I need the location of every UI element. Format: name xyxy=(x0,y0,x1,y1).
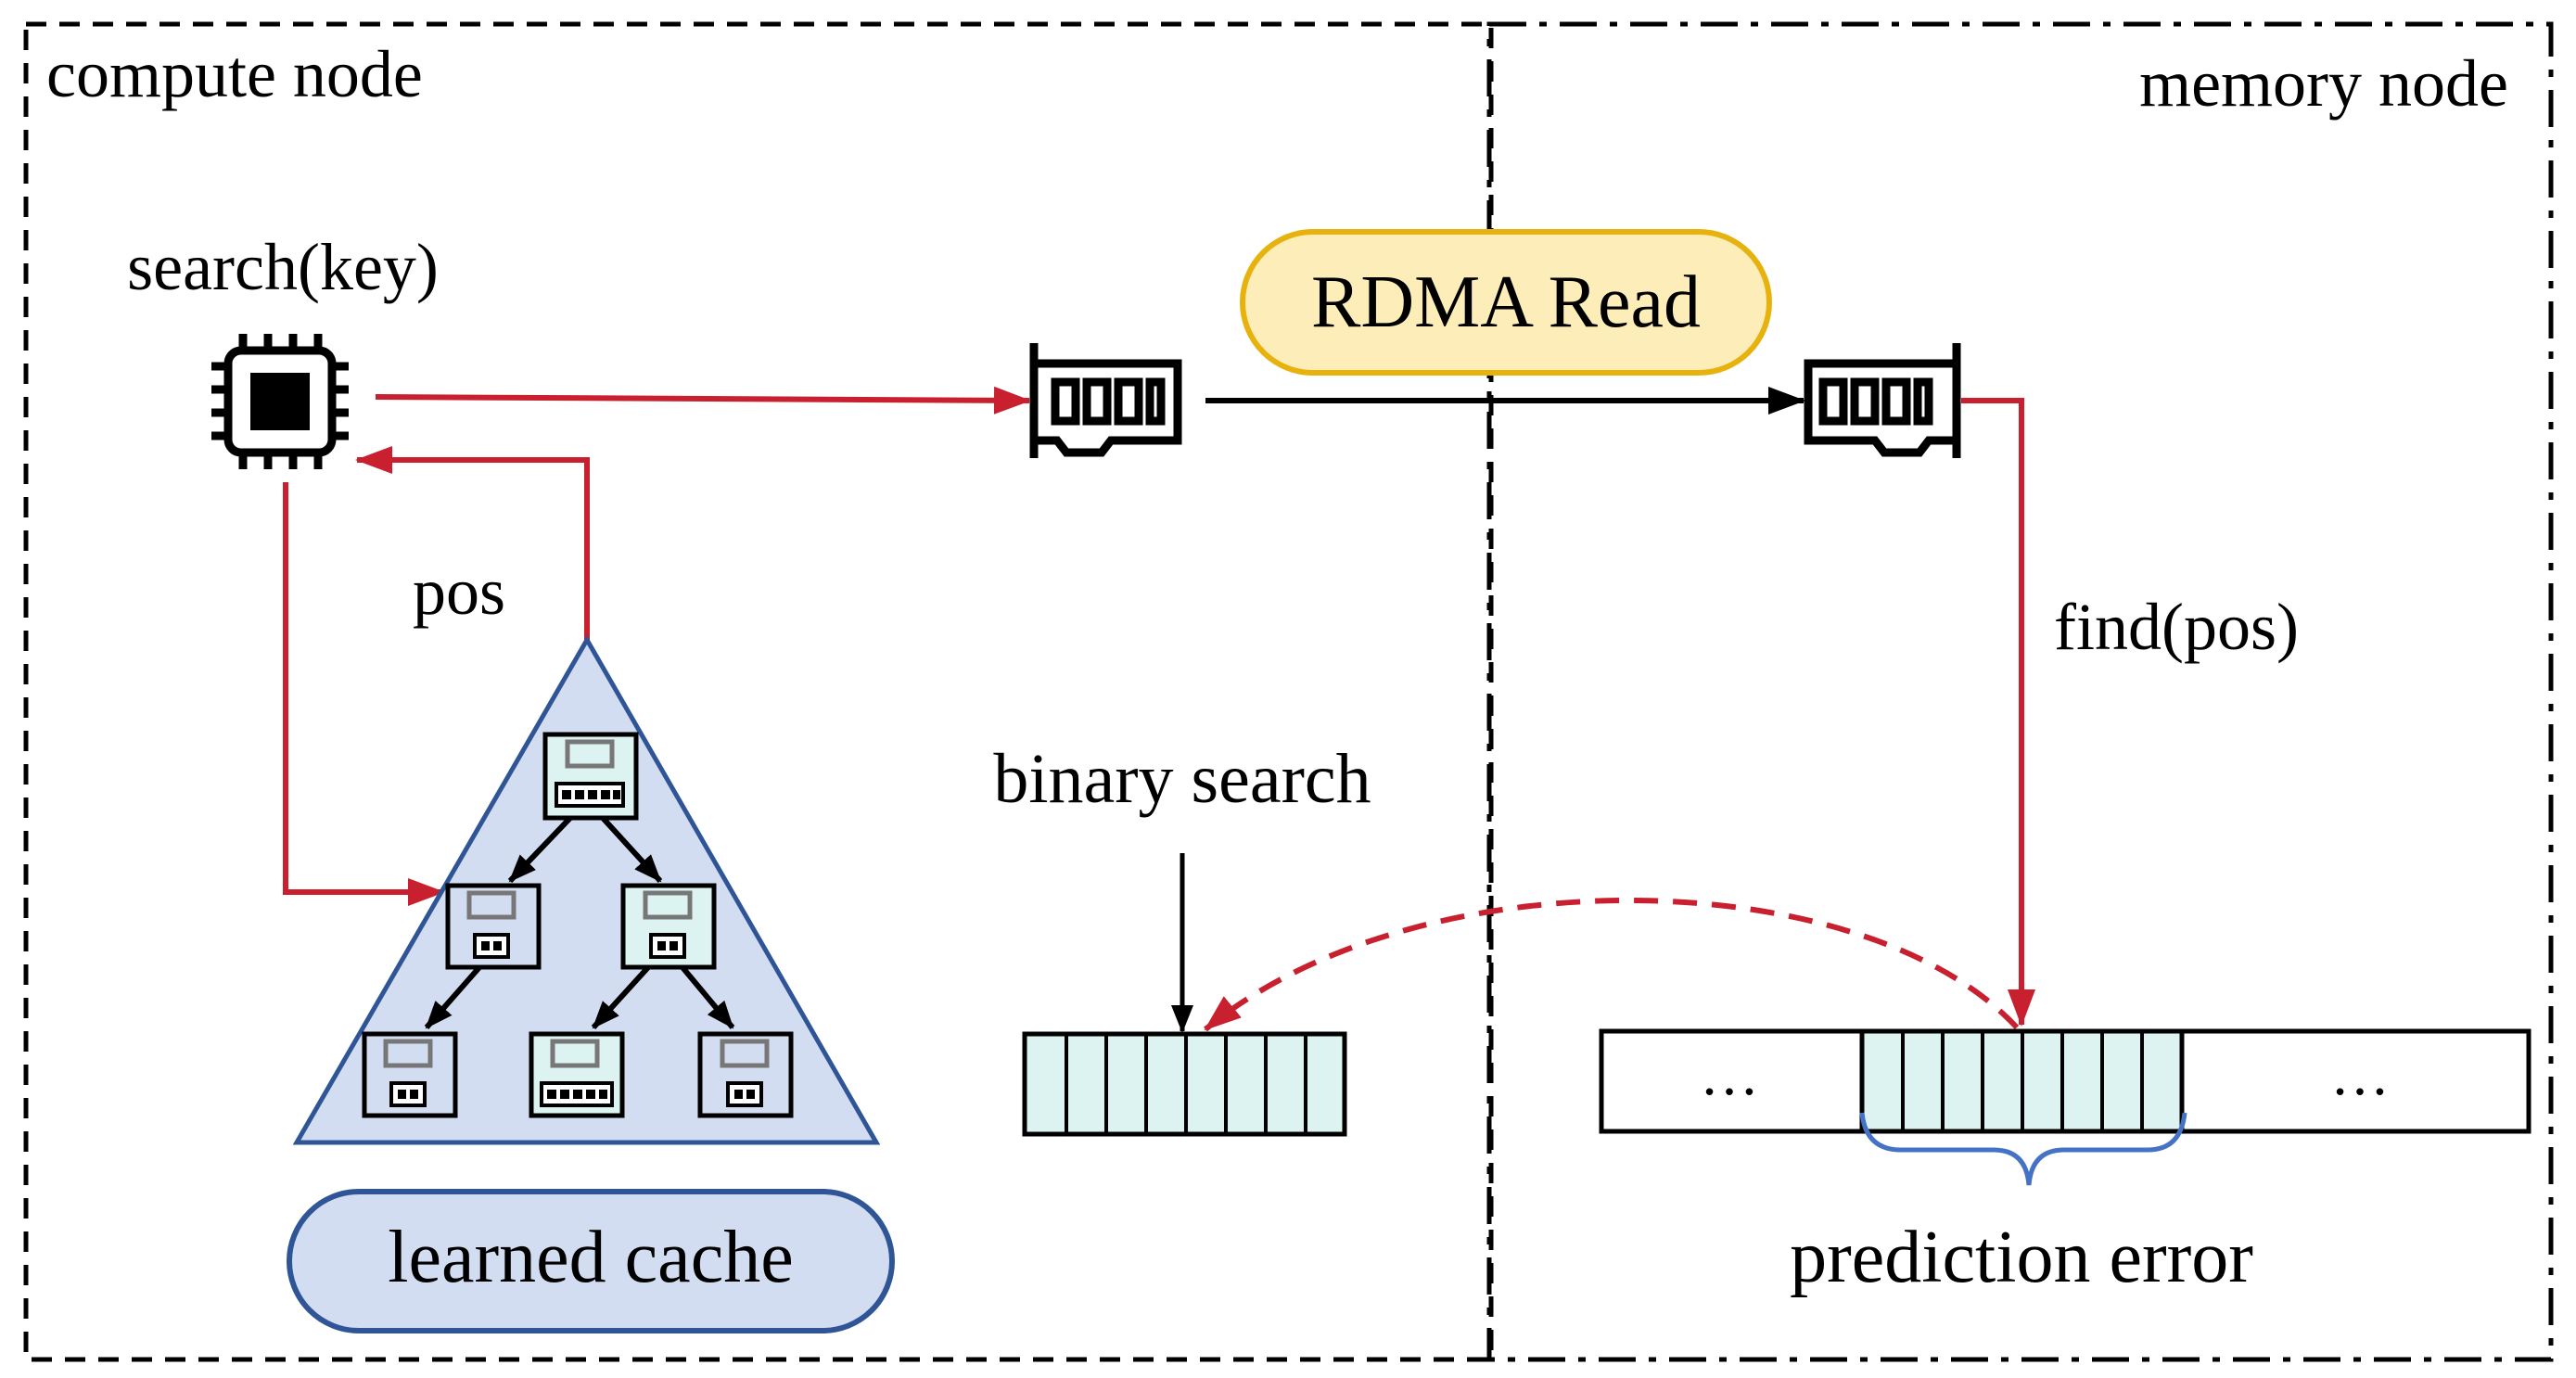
model-node-icon xyxy=(529,1031,625,1118)
pos-return-arrow xyxy=(355,446,590,640)
compute-node-region xyxy=(23,21,1494,1362)
model-node-icon xyxy=(697,1031,794,1118)
model-node-icon xyxy=(542,732,639,821)
cpu-chip-icon xyxy=(211,334,349,469)
ellipsis-left: … xyxy=(1700,1041,1759,1107)
cpu-to-cache-arrow xyxy=(283,482,445,906)
prediction-error-brace xyxy=(1859,1112,2187,1186)
rdma-read-label: RDMA Read xyxy=(1311,262,1701,343)
network-card-icon xyxy=(1804,343,1961,458)
model-node-icon xyxy=(362,1031,458,1118)
memory-node-label: memory node xyxy=(2139,46,2508,121)
model-node-icon xyxy=(445,883,542,970)
pos-label: pos xyxy=(413,555,505,629)
rdma-read-badge xyxy=(1240,229,1772,376)
binary-search-label: binary search xyxy=(993,740,1371,818)
fetch-range-arrow xyxy=(1204,898,2020,1032)
model-node-icon xyxy=(620,883,717,970)
compute-node-label: compute node xyxy=(46,37,423,111)
learned-cache-label: learned cache xyxy=(388,1217,793,1298)
ellipsis-right: … xyxy=(2330,1041,2390,1107)
search-to-nic-arrow xyxy=(375,386,1031,415)
learned-cache-badge xyxy=(287,1189,895,1333)
find-pos-arrow xyxy=(1961,398,2035,1027)
search-key-label: search(key) xyxy=(127,230,439,304)
tree-edges xyxy=(424,815,735,1030)
find-pos-label: find(pos) xyxy=(2054,590,2299,664)
prediction-error-label: prediction error xyxy=(1790,1217,2253,1298)
remote-array xyxy=(1599,1028,2531,1134)
local-buffer xyxy=(1022,1031,1347,1137)
network-card-icon xyxy=(1029,343,1182,458)
